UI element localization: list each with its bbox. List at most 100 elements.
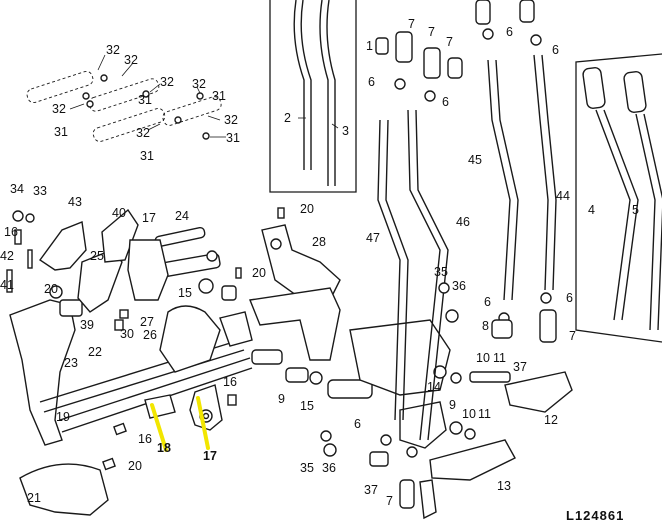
pin-7: [419, 479, 437, 520]
nut-6: [406, 446, 418, 458]
nut-33: [25, 213, 35, 223]
callout-label: 34: [10, 182, 24, 196]
callout-label: 31: [140, 149, 154, 163]
washer-15: [198, 278, 214, 294]
callout-label: 32: [136, 126, 150, 140]
detent-ball: [202, 132, 210, 140]
block-24: [59, 299, 83, 317]
callout-label: 40: [112, 206, 126, 220]
pin-30: [114, 319, 124, 331]
callout-label: 6: [368, 75, 375, 89]
highlight-marker-17: [196, 396, 210, 450]
nut-6: [424, 90, 436, 102]
screw-16: [227, 394, 237, 406]
rod-46-b: [415, 109, 449, 441]
callout-label: 2: [284, 111, 291, 125]
inset-box-rods: [269, 0, 357, 193]
nut-6: [394, 78, 406, 90]
link-12: [504, 371, 573, 413]
callout-label: 7: [408, 17, 415, 31]
callout-label: 32: [106, 43, 120, 57]
callout-label: 44: [556, 189, 570, 203]
callout-label: 22: [88, 345, 102, 359]
cross-shaft-assembly: [127, 226, 253, 373]
clevis-7: [475, 0, 491, 25]
washer-11b: [464, 428, 476, 440]
callout-label: 6: [566, 291, 573, 305]
washer-35: [438, 282, 450, 294]
callout-label: 33: [33, 184, 47, 198]
shaft-coupler: [327, 379, 373, 399]
highlighted-callout-17: 17: [203, 449, 217, 463]
highlight-marker-18: [150, 403, 168, 452]
washer-36: [445, 309, 459, 323]
clip-1: [447, 57, 463, 79]
housing-body: [249, 287, 341, 361]
rod-2-a: [293, 0, 305, 170]
part-18: [144, 394, 176, 419]
callout-label: 43: [68, 195, 82, 209]
pin-24: [154, 226, 206, 248]
inset-frame-right: [575, 53, 662, 343]
callout-label: 26: [143, 328, 157, 342]
callout-label: 8: [482, 319, 489, 333]
bushing-20: [221, 285, 237, 301]
callout-label: 32: [124, 53, 138, 67]
rod-3-b: [326, 0, 336, 186]
callout-label: 20: [252, 266, 266, 280]
callout-label: 27: [140, 315, 154, 329]
detent-ball: [86, 100, 94, 108]
washer-6: [320, 430, 332, 442]
link-13: [429, 439, 516, 481]
figure-reference-code: L124861: [566, 508, 624, 523]
bracket-14: [349, 319, 451, 396]
callout-label: 6: [442, 95, 449, 109]
clevis-right: [623, 71, 647, 113]
pin-30b: [119, 309, 129, 319]
shift-rods: [377, 28, 557, 458]
callout-label: 20: [44, 282, 58, 296]
clevis-7: [539, 309, 557, 343]
bracket-43: [39, 221, 87, 271]
rod-44-a: [533, 54, 549, 291]
callout-label: 4: [588, 203, 595, 217]
callout-label: 20: [300, 202, 314, 216]
highlighted-callout-18: 18: [157, 441, 171, 455]
washer-15: [309, 371, 323, 385]
callout-label: 6: [484, 295, 491, 309]
housing-bore: [270, 238, 282, 250]
rod-5-a: [635, 113, 656, 331]
clevis-left: [582, 67, 606, 109]
washer-10: [433, 365, 447, 379]
bushing-9: [285, 367, 309, 383]
rod-3-a: [319, 0, 329, 186]
callout-label: 16: [4, 225, 18, 239]
rod-47-b: [385, 119, 409, 421]
rod-45-a: [487, 59, 511, 301]
spring-32-a: [26, 70, 94, 104]
nut-6: [380, 434, 392, 446]
callout-label: 28: [312, 235, 326, 249]
callout-label: 6: [552, 43, 559, 57]
screw-16: [113, 422, 127, 436]
washer-10b: [449, 421, 463, 435]
rod-4-b: [603, 109, 639, 321]
callout-label: 35: [300, 461, 314, 475]
part-17-bore: [202, 412, 210, 420]
callout-label: 25: [90, 249, 104, 263]
callout-label: 3: [342, 124, 349, 138]
callout-label: 37: [364, 483, 378, 497]
block-37: [369, 451, 389, 467]
clevis-7: [399, 479, 415, 509]
callout-label: 7: [569, 329, 576, 343]
detent-spring-group: [26, 54, 226, 142]
block-8: [491, 319, 513, 339]
callout-label: 31: [138, 93, 152, 107]
shift-fork-21: [19, 463, 109, 516]
spring-32-d: [162, 96, 222, 126]
callout-label: 24: [175, 209, 189, 223]
callout-label: 41: [0, 278, 14, 292]
callout-label: 32: [52, 102, 66, 116]
highlighted-parts: [144, 384, 237, 452]
